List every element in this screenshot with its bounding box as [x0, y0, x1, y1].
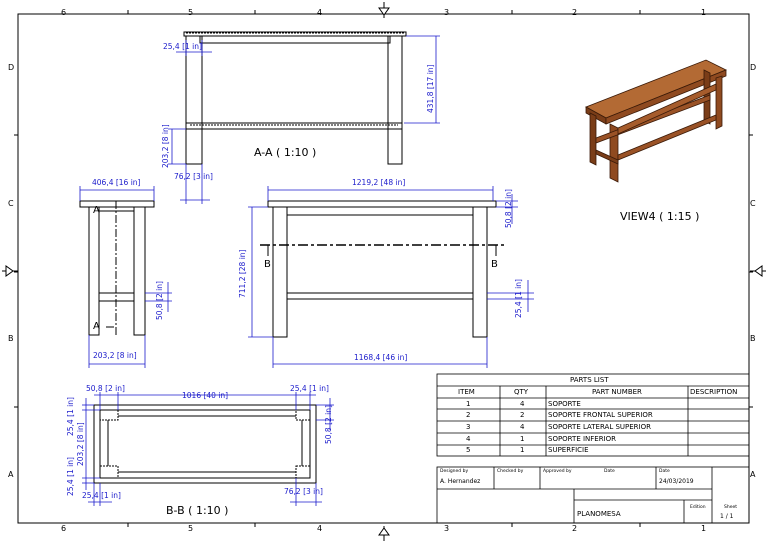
parts-row-item: 4	[466, 435, 471, 443]
dim-side-width: 406,4 [16 in]	[92, 178, 141, 187]
zone-label-left: B	[8, 334, 14, 343]
parts-header-item: ITEM	[458, 388, 475, 396]
parts-row-item: 5	[466, 446, 471, 454]
view-bb-label: B-B ( 1:10 )	[166, 504, 229, 517]
section-marker-b: B	[491, 259, 498, 270]
view4-isometric	[585, 59, 727, 183]
zone-label-bottom: 3	[444, 524, 450, 533]
dim-bb-right-v: 50,8 [2 in]	[324, 405, 333, 444]
zone-label-right: D	[750, 63, 757, 72]
zone-label-right: B	[750, 334, 756, 343]
designed-by-label: Designed by	[440, 469, 469, 474]
view-aa-label: A-A ( 1:10 )	[254, 146, 317, 159]
date-label: Date	[659, 469, 670, 474]
view-bb-dims	[82, 392, 334, 506]
view4-label: VIEW4 ( 1:15 )	[620, 210, 700, 223]
parts-row-item: 3	[466, 423, 471, 431]
dim-aa-foot: 76,2 [3 in]	[174, 172, 213, 181]
dim-front-top: 50,8 [2 in]	[504, 189, 513, 228]
designed-by-value: A. Hernandez	[440, 478, 481, 485]
date-label: Date	[604, 469, 615, 474]
dim-side-right: 50,8 [2 in]	[155, 281, 164, 320]
dim-aa-top: 25,4 [1 in]	[163, 42, 202, 51]
dim-bb-left-v3: 25,4 [1 in]	[66, 457, 75, 496]
dim-aa-height: 431,8 [17 in]	[426, 64, 435, 113]
zone-label-left: C	[8, 199, 14, 208]
zone-label-top: 2	[572, 8, 578, 17]
parts-row-qty: 2	[520, 411, 525, 419]
zone-label-top: 6	[61, 8, 67, 17]
view-bb	[93, 404, 317, 484]
dim-bb-bottom-right: 76,2 [3 in]	[284, 487, 323, 496]
zone-label-bottom: 2	[572, 524, 578, 533]
title-block	[436, 466, 750, 524]
approved-by-label: Approved by	[543, 469, 572, 474]
edition-label: Edition	[690, 505, 706, 510]
dim-front-height: 711,2 [28 in]	[238, 249, 247, 298]
zone-label-left: D	[8, 63, 15, 72]
zone-label-bottom: 4	[317, 524, 323, 533]
checked-by-label: Checked by	[497, 469, 524, 474]
zone-label-top: 5	[188, 8, 194, 17]
zone-label-bottom: 6	[61, 524, 67, 533]
view-side-dims	[79, 186, 172, 368]
zone-ticks	[14, 10, 753, 527]
zone-label-bottom: 5	[188, 524, 194, 533]
parts-row-part-number: SOPORTE LATERAL SUPERIOR	[548, 423, 651, 431]
dim-bb-length: 1016 [40 in]	[182, 391, 229, 400]
zone-label-top: 4	[317, 8, 323, 17]
dim-front-width: 1219,2 [48 in]	[352, 178, 406, 187]
dim-bb-left-v1: 25,4 [1 in]	[66, 397, 75, 436]
dim-front-rail: 25,4 [1 in]	[514, 279, 523, 318]
date-value: 24/03/2019	[659, 478, 694, 485]
zone-label-left: A	[8, 470, 14, 479]
sheet-label: Sheet	[724, 505, 738, 510]
view-aa-dims	[168, 35, 440, 204]
dim-front-inner: 1168,4 [46 in]	[354, 353, 408, 362]
zone-label-right: A	[750, 470, 756, 479]
parts-row-qty: 1	[520, 446, 525, 454]
parts-list-title: PARTS LIST	[570, 376, 609, 384]
parts-row-part-number: SOPORTE INFERIOR	[548, 435, 617, 443]
dim-bb-right-top: 25,4 [1 in]	[290, 384, 329, 393]
parts-header-qty: QTY	[514, 388, 529, 396]
dim-bb-left-v2: 203,2 [8 in]	[76, 422, 85, 466]
parts-row-qty: 4	[520, 423, 525, 431]
parts-row-item: 1	[466, 400, 471, 408]
dim-side-bottom: 203,2 [8 in]	[93, 351, 137, 360]
parts-row-part-number: SOPORTE	[548, 400, 581, 408]
parts-row-qty: 4	[520, 400, 525, 408]
parts-row-qty: 1	[520, 435, 525, 443]
view-aa	[183, 31, 407, 165]
sheet-value: 1 / 1	[720, 513, 734, 520]
parts-header-part-number: PART NUMBER	[592, 388, 642, 396]
zone-label-right: C	[750, 199, 756, 208]
section-marker-b: B	[264, 259, 271, 270]
dim-bb-left-top: 50,8 [2 in]	[86, 384, 125, 393]
dim-aa-low: 203,2 [8 in]	[161, 124, 170, 168]
parts-header-description: DESCRIPTION	[690, 388, 738, 396]
zone-label-bottom: 1	[701, 524, 707, 533]
parts-row-item: 2	[466, 411, 471, 419]
drawing-title: PLANOMESA	[577, 510, 621, 518]
parts-list-table	[436, 373, 750, 457]
zone-label-top: 3	[444, 8, 450, 17]
dim-bb-bottom-left: 25,4 [1 in]	[82, 491, 121, 500]
view-front-dims	[248, 186, 534, 368]
view-front	[260, 200, 506, 338]
parts-row-part-number: SOPORTE FRONTAL SUPERIOR	[548, 411, 653, 419]
view-side	[79, 200, 155, 337]
section-marker-a: A	[93, 205, 100, 216]
zone-label-top: 1	[701, 8, 707, 17]
section-marker-a: A	[93, 321, 100, 332]
parts-row-part-number: SUPERFICIE	[548, 446, 589, 454]
